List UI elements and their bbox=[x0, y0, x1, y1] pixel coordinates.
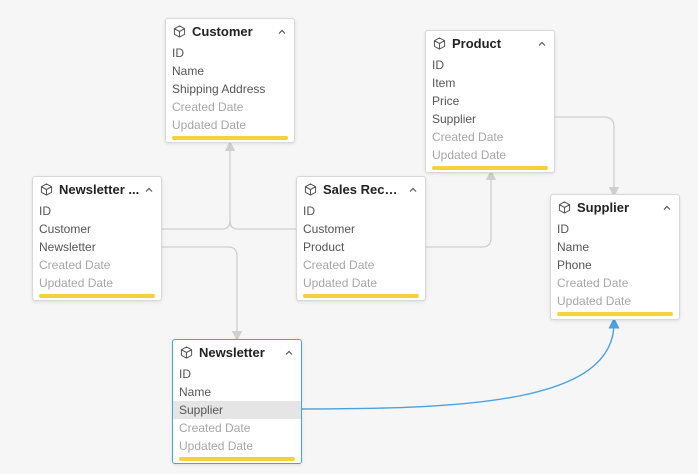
meta-field-row[interactable]: Updated Date bbox=[39, 276, 114, 290]
chevron-up-icon[interactable] bbox=[277, 27, 287, 37]
meta-field-row[interactable]: Created Date bbox=[172, 100, 244, 114]
entity-title: Product bbox=[452, 36, 502, 51]
card-header[interactable]: Supplier bbox=[551, 195, 679, 220]
edge-newsletter-sub-to-newsletter[interactable] bbox=[161, 246, 243, 342]
field-row[interactable]: ID bbox=[432, 58, 444, 72]
edge-product-to-supplier[interactable] bbox=[554, 116, 620, 198]
meta-field-row[interactable]: Created Date bbox=[557, 276, 629, 290]
field-row[interactable]: ID bbox=[303, 204, 315, 218]
entity-title: Sales Recor... bbox=[323, 182, 404, 197]
card-header[interactable]: Newsletter ... bbox=[33, 177, 161, 202]
field-row[interactable]: ID bbox=[172, 46, 184, 60]
entity-card-newsletter[interactable]: Newsletter ID Name Supplier Created Date… bbox=[172, 339, 302, 464]
field-row[interactable]: Product bbox=[303, 240, 345, 254]
cube-icon bbox=[173, 25, 186, 38]
accent-underline bbox=[432, 166, 548, 170]
accent-underline bbox=[303, 294, 419, 298]
entity-title: Newsletter bbox=[199, 345, 265, 360]
chevron-up-icon[interactable] bbox=[144, 185, 154, 195]
field-row[interactable]: Item bbox=[432, 76, 456, 90]
field-row[interactable]: Phone bbox=[557, 258, 592, 272]
field-row[interactable]: Price bbox=[432, 94, 460, 108]
field-row[interactable]: Shipping Address bbox=[172, 82, 266, 96]
field-row[interactable]: Customer bbox=[303, 222, 356, 236]
entity-title: Supplier bbox=[577, 200, 630, 215]
cube-icon bbox=[180, 346, 193, 359]
chevron-up-icon[interactable] bbox=[662, 203, 672, 213]
meta-field-row[interactable]: Created Date bbox=[303, 258, 375, 272]
edge-newsletter-sub-to-customer[interactable] bbox=[161, 140, 236, 230]
field-row-selected[interactable]: Supplier bbox=[173, 401, 301, 419]
accent-underline bbox=[172, 136, 288, 140]
edge-sales-record-to-customer[interactable] bbox=[229, 220, 297, 230]
chevron-up-icon[interactable] bbox=[408, 185, 418, 195]
entity-title: Customer bbox=[192, 24, 253, 39]
field-row[interactable]: Name bbox=[172, 64, 205, 78]
entity-card-sales-record[interactable]: Sales Recor... ID Customer Product Creat… bbox=[296, 176, 426, 301]
field-row[interactable]: Name bbox=[179, 385, 212, 399]
cube-icon bbox=[558, 201, 571, 214]
field-row[interactable]: ID bbox=[557, 222, 569, 236]
entity-card-customer[interactable]: Customer ID Name Shipping Address Create… bbox=[165, 18, 295, 143]
entity-card-product[interactable]: Product ID Item Price Supplier Created D… bbox=[425, 30, 555, 173]
field-row[interactable]: ID bbox=[179, 367, 191, 381]
field-row[interactable]: Customer bbox=[39, 222, 92, 236]
cube-icon bbox=[433, 37, 446, 50]
entity-card-newsletter-subscription[interactable]: Newsletter ... ID Customer Newsletter Cr… bbox=[32, 176, 162, 301]
cube-icon bbox=[304, 183, 317, 196]
meta-field-row[interactable]: Updated Date bbox=[432, 148, 507, 162]
card-header[interactable]: Product bbox=[426, 31, 554, 56]
chevron-up-icon[interactable] bbox=[284, 348, 294, 358]
card-header[interactable]: Customer bbox=[166, 19, 294, 44]
accent-underline bbox=[557, 312, 673, 316]
meta-field-row[interactable]: Updated Date bbox=[179, 439, 254, 453]
chevron-up-icon[interactable] bbox=[537, 39, 547, 49]
field-row[interactable]: Name bbox=[557, 240, 590, 254]
field-row[interactable]: Supplier bbox=[432, 112, 477, 126]
card-header[interactable]: Newsletter bbox=[173, 340, 301, 365]
accent-underline bbox=[39, 294, 155, 298]
meta-field-row[interactable]: Created Date bbox=[432, 130, 504, 144]
cube-icon bbox=[40, 183, 53, 196]
card-header[interactable]: Sales Recor... bbox=[297, 177, 425, 202]
edge-newsletter-to-supplier[interactable] bbox=[300, 317, 620, 410]
field-row[interactable]: Newsletter bbox=[39, 240, 96, 254]
entity-card-supplier[interactable]: Supplier ID Name Phone Created Date Upda… bbox=[550, 194, 680, 320]
field-row[interactable]: ID bbox=[39, 204, 51, 218]
meta-field-row[interactable]: Updated Date bbox=[557, 294, 632, 308]
meta-field-row[interactable]: Created Date bbox=[39, 258, 111, 272]
meta-field-row[interactable]: Created Date bbox=[179, 421, 251, 435]
accent-underline bbox=[179, 457, 295, 461]
meta-field-row[interactable]: Updated Date bbox=[172, 118, 247, 132]
meta-field-row[interactable]: Updated Date bbox=[303, 276, 378, 290]
edge-sales-record-to-product[interactable] bbox=[425, 169, 497, 248]
entity-title: Newsletter ... bbox=[59, 182, 140, 197]
